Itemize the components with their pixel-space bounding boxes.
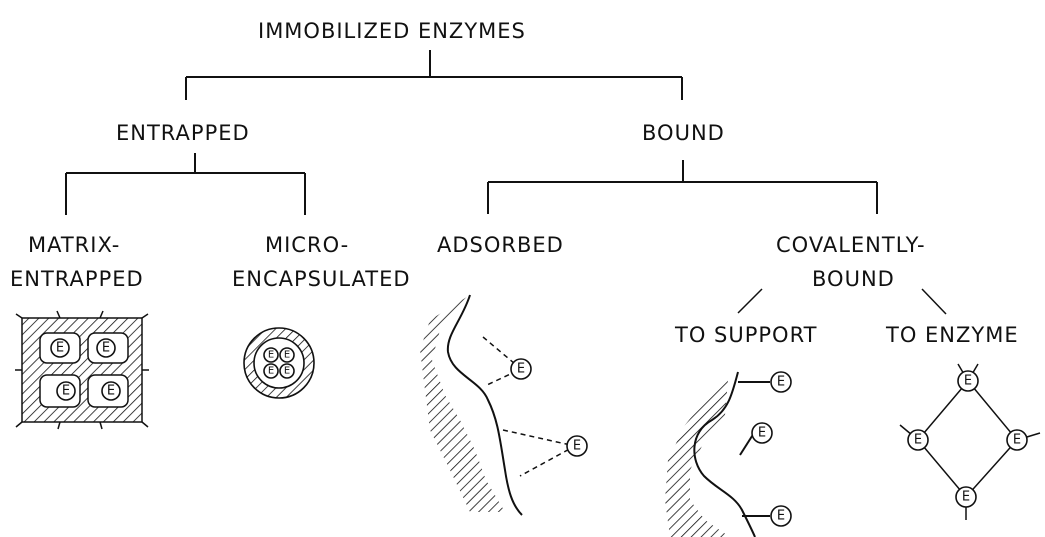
enzyme-marker: E (771, 506, 791, 526)
to-enzyme-illustration: E E E E (900, 364, 1040, 520)
covalently-bound-label-2: BOUND (812, 267, 895, 291)
covalently-bound-label-1: COVALENTLY- (776, 233, 926, 257)
to-enzyme-label: TO ENZYME (885, 323, 1019, 347)
enzyme-marker: E (102, 382, 120, 400)
adsorbed-label: ADSORBED (437, 233, 564, 257)
enzyme-marker: E (57, 382, 75, 400)
enzyme-marker: E (264, 348, 278, 362)
enzyme-marker: E (280, 348, 294, 362)
svg-text:E: E (62, 384, 70, 399)
to-support-label: TO SUPPORT (674, 323, 817, 347)
enzyme-marker: E (771, 372, 791, 392)
svg-text:E: E (758, 426, 766, 441)
matrix-entrapped-label-1: MATRIX- (28, 233, 120, 257)
matrix-entrapped-label-2: ENTRAPPED (10, 267, 144, 291)
matrix-entrapped-illustration: E E E E (15, 311, 149, 429)
svg-text:E: E (268, 366, 274, 377)
svg-text:E: E (102, 341, 110, 356)
enzyme-marker: E (280, 364, 294, 378)
enzyme-marker: E (97, 339, 115, 357)
entrapped-label: ENTRAPPED (116, 121, 250, 145)
svg-text:E: E (284, 366, 290, 377)
enzyme-marker: E (908, 430, 928, 450)
to-support-illustration: E E E (665, 372, 791, 537)
title-label: IMMOBILIZED ENZYMES (258, 19, 526, 43)
svg-text:E: E (914, 433, 922, 448)
enzyme-marker: E (567, 436, 587, 456)
micro-encapsulated-label-2: ENCAPSULATED (232, 267, 411, 291)
enzyme-marker: E (264, 364, 278, 378)
svg-text:E: E (777, 509, 785, 524)
svg-text:E: E (268, 350, 274, 361)
enzyme-marker: E (958, 371, 978, 391)
adsorbed-illustration: E E (420, 295, 587, 515)
enzyme-marker: E (511, 359, 531, 379)
enzyme-marker: E (51, 339, 69, 357)
micro-encapsulated-label-1: MICRO- (265, 233, 349, 257)
svg-text:E: E (107, 384, 115, 399)
enzyme-marker: E (752, 423, 772, 443)
enzyme-marker: E (1007, 430, 1027, 450)
micro-encapsulated-illustration: E E E E (244, 328, 314, 398)
svg-text:E: E (962, 490, 970, 505)
svg-text:E: E (284, 350, 290, 361)
svg-text:E: E (573, 439, 581, 454)
svg-text:E: E (517, 362, 525, 377)
svg-text:E: E (56, 341, 64, 356)
svg-text:E: E (1013, 433, 1021, 448)
svg-text:E: E (777, 375, 785, 390)
enzyme-marker: E (956, 487, 976, 507)
bound-label: BOUND (642, 121, 725, 145)
svg-text:E: E (964, 374, 972, 389)
